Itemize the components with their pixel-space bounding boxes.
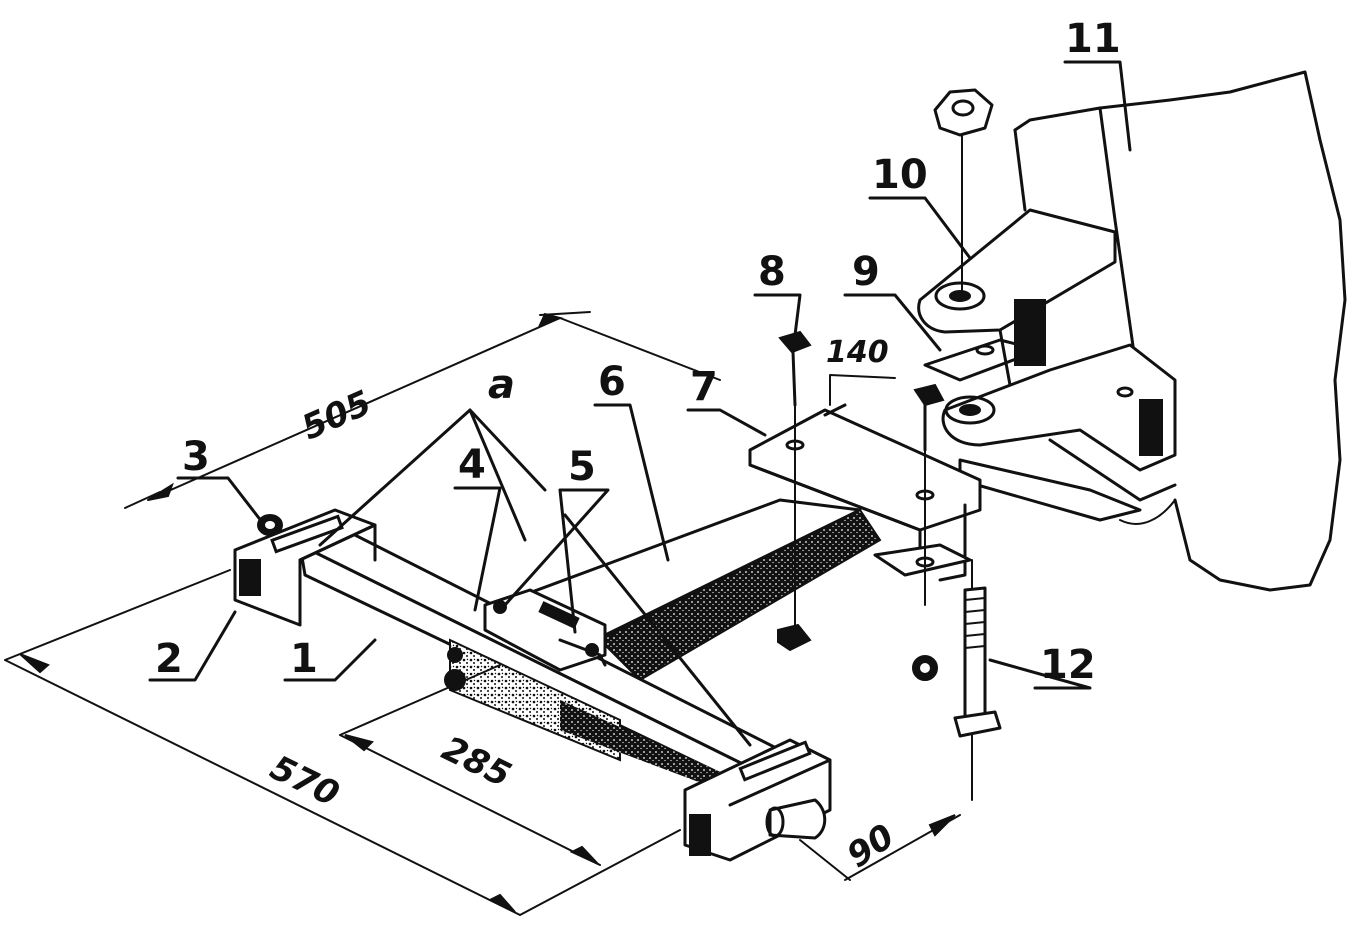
part-2-left-clamp (233, 508, 377, 627)
label-7: 7 (690, 364, 718, 410)
top-nut (933, 88, 994, 291)
part-7-mounting-plate (748, 403, 982, 582)
label-4: 4 (458, 442, 486, 488)
part-labels: 1 2 3 4 5 6 7 8 9 10 11 12 a (155, 16, 1121, 688)
right-clamp (683, 738, 832, 862)
label-a: a (488, 362, 515, 408)
dimension-505: 505 (296, 383, 377, 448)
label-9: 9 (852, 249, 880, 295)
label-2: 2 (155, 636, 183, 682)
label-3: 3 (182, 434, 210, 480)
label-1: 1 (290, 636, 318, 682)
dimension-140: 140 (826, 335, 889, 370)
label-5: 5 (568, 444, 596, 490)
part-12-long-bolt (912, 559, 1002, 801)
label-8: 8 (758, 249, 786, 295)
dimension-90: 90 (840, 816, 902, 876)
dimension-lines (4, 311, 961, 916)
label-10: 10 (872, 152, 928, 198)
part-9-lower-bracket (923, 338, 1177, 522)
part-10-upper-bracket (917, 208, 1117, 387)
part-4-5-clamps (483, 588, 607, 672)
dimension-285: 285 (436, 729, 517, 796)
part-8-bolts (777, 330, 945, 652)
part-11-frame (1013, 70, 1347, 592)
center-nut (444, 647, 466, 691)
label-12: 12 (1040, 642, 1096, 688)
label-11: 11 (1065, 16, 1121, 62)
dimension-570: 570 (264, 748, 345, 815)
leader-lines (148, 60, 1132, 747)
label-6: 6 (598, 359, 626, 405)
